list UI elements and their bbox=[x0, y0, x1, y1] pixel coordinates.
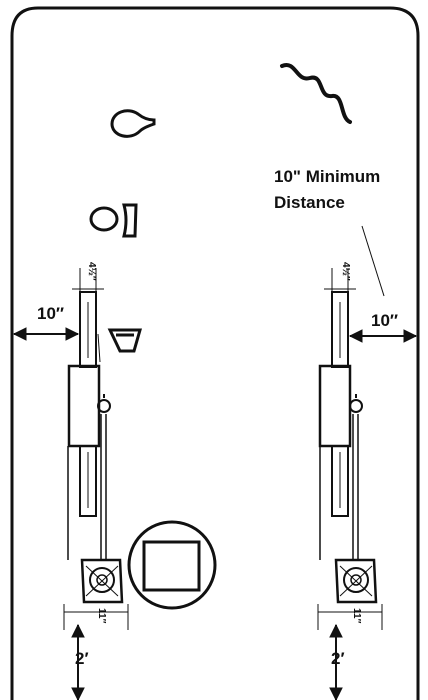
left-fraction-label: 4½″ bbox=[86, 262, 97, 281]
left-assembly bbox=[63, 268, 129, 630]
teapot-icon bbox=[110, 109, 156, 138]
right-bottom-arrow bbox=[329, 623, 343, 700]
left-small-label: 11″ bbox=[96, 608, 107, 624]
oval-icon bbox=[89, 206, 119, 232]
left-bottom-label: 2′ bbox=[75, 649, 89, 668]
left-clearance-label: 10″ bbox=[37, 304, 65, 323]
sink-icon bbox=[107, 328, 142, 353]
wavy-line-icon bbox=[280, 63, 352, 124]
right-fraction-label: 4½″ bbox=[340, 262, 351, 281]
room-outline bbox=[10, 6, 420, 700]
right-clearance-arrow bbox=[348, 329, 418, 343]
leader-line bbox=[361, 225, 385, 297]
right-small-label: 11″ bbox=[351, 608, 362, 624]
right-assembly bbox=[317, 268, 383, 630]
block-icon bbox=[122, 203, 138, 238]
min-distance-label-line1: 10" Minimum bbox=[274, 167, 381, 186]
min-distance-label-line2: Distance bbox=[274, 193, 345, 212]
right-bottom-label: 2′ bbox=[331, 649, 345, 668]
left-clearance-arrow bbox=[12, 327, 80, 341]
right-clearance-label: 10″ bbox=[371, 311, 399, 330]
framed-square-icon bbox=[127, 520, 217, 610]
left-bottom-arrow bbox=[71, 623, 85, 700]
